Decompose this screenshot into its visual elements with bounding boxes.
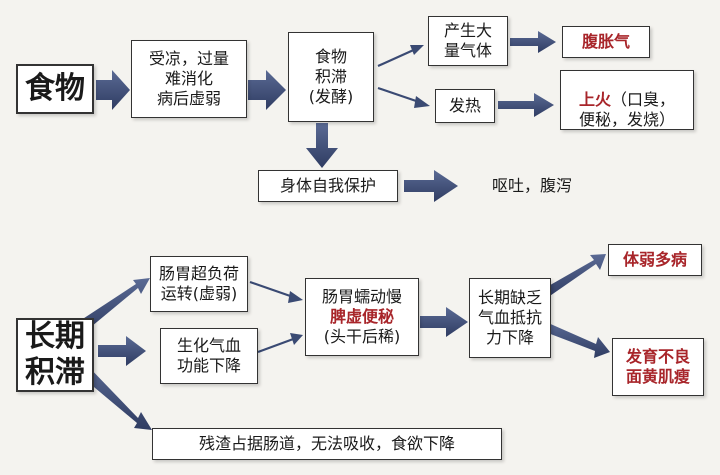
vomit-box: 呕吐，腹泻 xyxy=(472,170,592,202)
arrow-deficiency-to-weak xyxy=(538,254,606,300)
qi-blood-box: 生化气血 功能下降 xyxy=(160,328,258,384)
slow-motility-line1: 肠胃蠕动慢 xyxy=(321,287,402,306)
arrow-stagnation-to-gas xyxy=(377,46,419,68)
fever-box: 发热 xyxy=(435,89,495,123)
fire-title: 上火 xyxy=(578,89,611,109)
arrow-deficiency-to-growth xyxy=(540,322,610,358)
qi-blood-label: 生化气血 功能下降 xyxy=(176,336,241,375)
arrow-longterm-to-qiblood xyxy=(98,336,146,366)
slow-motility-box: 肠胃蠕动慢 脾虚便秘 (头干后稀) xyxy=(305,278,419,356)
weak-box: 体弱多病 xyxy=(608,244,702,276)
self-protect-box: 身体自我保护 xyxy=(258,170,398,202)
slow-motility-line2: 脾虚便秘 xyxy=(329,307,394,326)
thin-arrows xyxy=(249,46,423,354)
arrow-slow-to-deficiency xyxy=(420,307,468,337)
arrow-protect-to-vomit xyxy=(404,170,458,202)
deficiency-label: 长期缺乏 气血抵抗 力下降 xyxy=(477,288,542,347)
food-label: 食物 xyxy=(25,71,85,106)
arrow-causes-to-stagnation xyxy=(248,70,286,110)
causes-box: 受凉，过量 难消化 病后虚弱 xyxy=(131,40,247,118)
slow-motility-line3: (头干后稀) xyxy=(323,327,401,346)
bloating-label: 腹胀气 xyxy=(581,32,630,51)
arrow-fever-to-fire xyxy=(498,93,554,117)
gas-box: 产生大 量气体 xyxy=(428,16,508,66)
vomit-label: 呕吐，腹泻 xyxy=(491,176,572,195)
arrow-gas-to-bloating xyxy=(510,31,556,53)
causes-label: 受凉，过量 难消化 病后虚弱 xyxy=(148,49,229,108)
residue-box: 残渣占据肠道，无法吸收，食欲下降 xyxy=(152,428,502,460)
arrow-qiblood-to-slow xyxy=(257,336,297,354)
fever-label: 发热 xyxy=(448,96,481,115)
arrow-overload-to-slow xyxy=(249,280,297,300)
bloating-box: 腹胀气 xyxy=(562,26,650,58)
gas-label: 产生大 量气体 xyxy=(443,21,492,60)
long-term-label: 长期 积滞 xyxy=(25,319,85,390)
arrow-stagnation-down xyxy=(306,123,338,168)
weak-label: 体弱多病 xyxy=(622,250,687,269)
food-box: 食物 xyxy=(16,64,94,114)
fire-detail: （口臭， 便秘，发烧） xyxy=(578,89,676,130)
stagnation-box: 食物 积滞 (发酵) xyxy=(288,32,374,122)
long-term-box: 长期 积滞 xyxy=(16,318,94,392)
deficiency-box: 长期缺乏 气血抵抗 力下降 xyxy=(469,278,551,358)
residue-label: 残渣占据肠道，无法吸收，食欲下降 xyxy=(198,434,455,453)
growth-box: 发育不良 面黄肌瘦 xyxy=(612,338,704,396)
overload-box: 肠胃超负荷 运转(虚弱) xyxy=(150,256,248,312)
arrow-longterm-to-residue xyxy=(76,362,152,430)
fire-box: 上火（口臭， 便秘，发烧） xyxy=(560,70,694,130)
stagnation-label: 食物 积滞 (发酵) xyxy=(308,47,354,106)
thin-arrow-heads xyxy=(288,45,430,345)
growth-label: 发育不良 面黄肌瘦 xyxy=(625,347,690,386)
self-protect-label: 身体自我保护 xyxy=(279,176,376,195)
arrow-food-to-causes xyxy=(96,70,130,110)
overload-label: 肠胃超负荷 运转(虚弱) xyxy=(158,264,239,303)
arrow-stagnation-to-fever xyxy=(377,86,423,105)
